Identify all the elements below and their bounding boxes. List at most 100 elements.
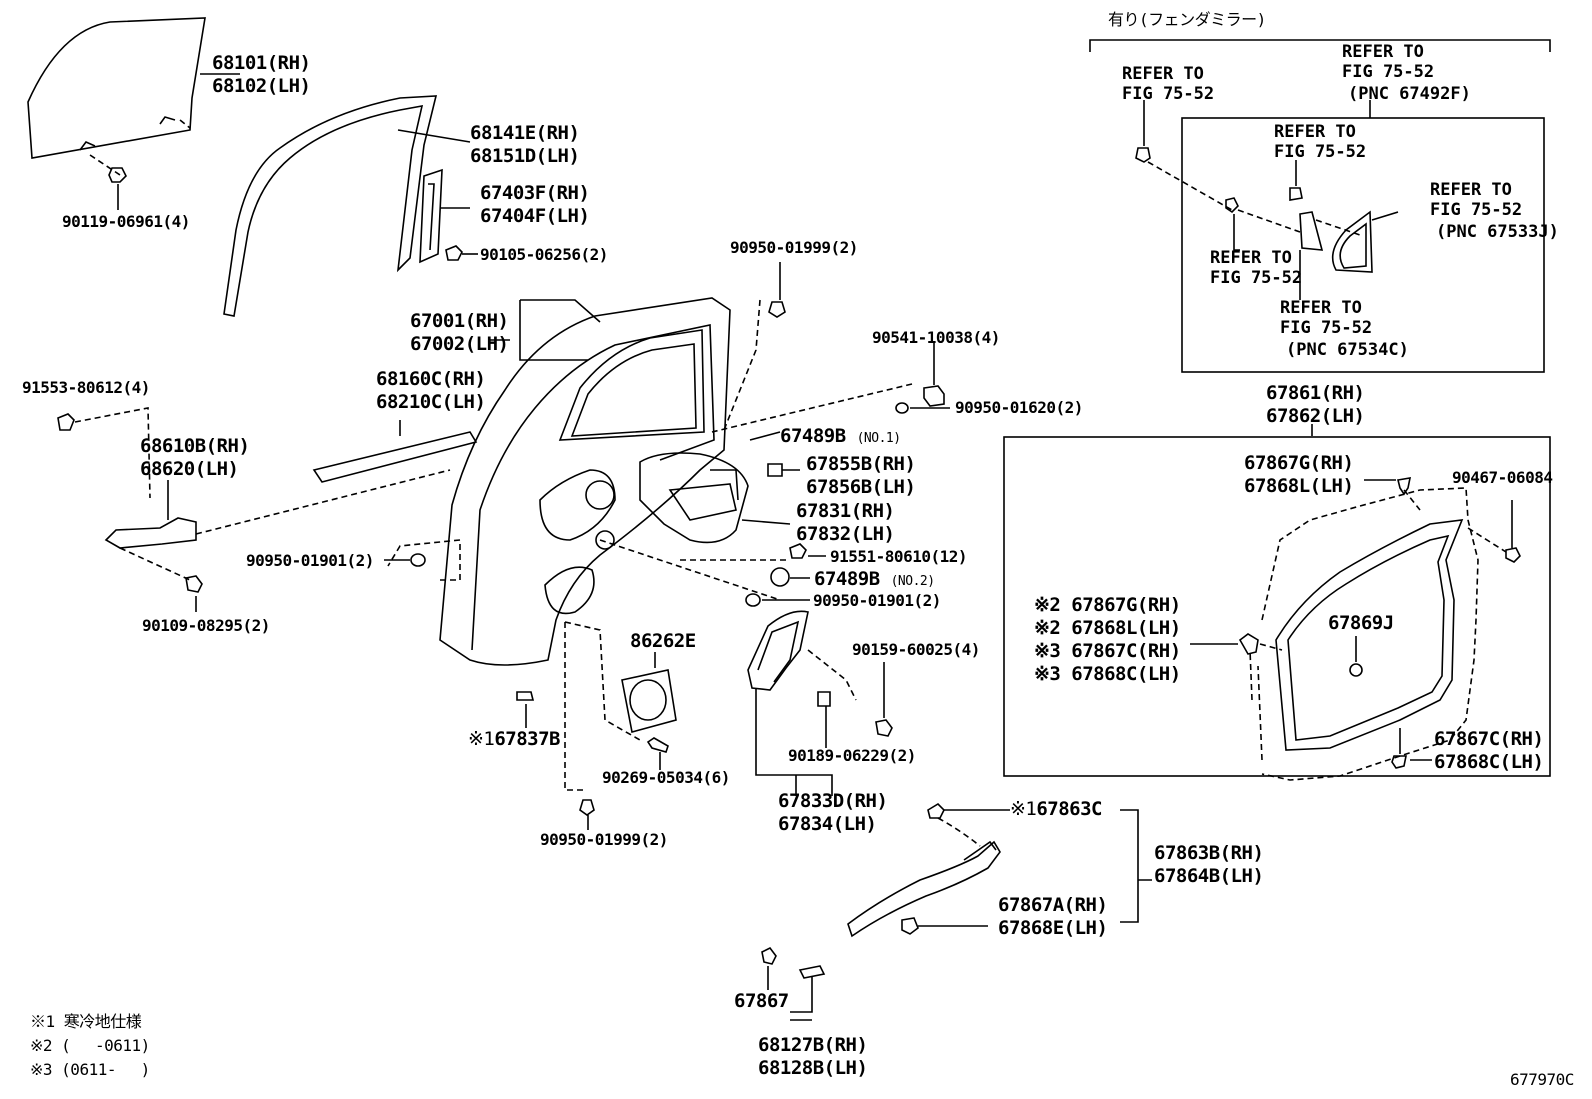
hole-cover-1-label: 67489B (NO.1) bbox=[780, 425, 901, 450]
refer-492-line2: FIG 75-52 bbox=[1342, 62, 1435, 82]
clip-467-shape bbox=[1505, 547, 1521, 563]
weatherstrip-shape bbox=[1275, 519, 1464, 751]
check-screw-shape bbox=[185, 575, 203, 593]
clip-867-label: 67867 bbox=[734, 990, 789, 1012]
refer-nut-line2: FIG 75-52 bbox=[1122, 84, 1215, 104]
note-2: ※2 ( -0611) bbox=[30, 1036, 150, 1055]
service-hole-rh-label: 67831(RH) bbox=[796, 500, 895, 522]
plug-901-right-label: 90950-01901(2) bbox=[813, 591, 941, 610]
nut-refer-shape bbox=[1135, 147, 1151, 163]
nut-189-shape bbox=[817, 691, 831, 707]
refer-clip-line1: REFER TO bbox=[1274, 122, 1356, 142]
cover-855-rh-label: 67855B(RH) bbox=[806, 453, 916, 475]
run-channel-shape bbox=[223, 95, 438, 317]
cover-855-lh-label: 67856B(LH) bbox=[806, 476, 916, 498]
refer-492-pnc: (PNC 67492F) bbox=[1348, 84, 1471, 104]
run-channel-lh-label: 68151D(LH) bbox=[470, 145, 580, 167]
figure-id: 677970C bbox=[1510, 1070, 1574, 1089]
clip-867c-shape bbox=[1391, 755, 1407, 769]
hole-cover-2-number: 67489B bbox=[814, 568, 880, 590]
plug-620-shape bbox=[895, 402, 909, 414]
clip-837-shape bbox=[516, 691, 535, 701]
refer-533-line2: FIG 75-52 bbox=[1430, 200, 1523, 220]
clip-list-shape bbox=[1238, 633, 1259, 655]
hole-cover-1-number: 67489B bbox=[780, 425, 846, 447]
outer-weatherstrip-shape bbox=[312, 431, 478, 483]
channel-bolt-label: 90105-06256(2) bbox=[480, 245, 608, 264]
armrest-rh-label: 67833D(RH) bbox=[778, 790, 888, 812]
mirror-cover-shape bbox=[1331, 210, 1373, 273]
channel-bolt-shape bbox=[445, 245, 463, 261]
plug-901-right-shape bbox=[745, 593, 761, 607]
clip-867g-rh-label: 67867G(RH) bbox=[1244, 452, 1354, 474]
clip-list-4: ※3 67868C(LH) bbox=[1034, 663, 1181, 685]
screw-269-label: 90269-05034(6) bbox=[602, 768, 730, 787]
check-screw-label: 90109-08295(2) bbox=[142, 616, 270, 635]
clip-837-label: ※167837B bbox=[468, 728, 560, 750]
door-check-lh-label: 68620(LH) bbox=[140, 458, 239, 480]
glass-lh-label: 68102(LH) bbox=[212, 75, 311, 97]
run-channel-rh-label: 68141E(RH) bbox=[470, 122, 580, 144]
outer-weatherstrip-lh-label: 68210C(LH) bbox=[376, 391, 486, 413]
clip-867a-rh-label: 67867A(RH) bbox=[998, 894, 1108, 916]
door-check-shape bbox=[104, 517, 197, 549]
clip-867-shape bbox=[761, 946, 777, 965]
nut-189-label: 90189-06229(2) bbox=[788, 746, 916, 765]
note-3: ※3 (0611- ) bbox=[30, 1060, 150, 1079]
rear-channel-lh-label: 67404F(LH) bbox=[480, 205, 590, 227]
refer-bolt-line2: FIG 75-52 bbox=[1210, 268, 1303, 288]
clip-867c-rh-label: 67867C(RH) bbox=[1434, 728, 1544, 750]
clip-867g-lh-label: 67868L(LH) bbox=[1244, 475, 1354, 497]
glass-bolt-shape bbox=[108, 167, 127, 183]
clip-863c-mark: ※1 bbox=[1010, 798, 1037, 820]
glass-bolt-label: 90119-06961(4) bbox=[62, 212, 190, 231]
weatherstrip-lh-label: 67862(LH) bbox=[1266, 405, 1365, 427]
clip-863c-number: 67863C bbox=[1036, 798, 1102, 820]
seal-127-shape bbox=[798, 965, 826, 979]
clip-867a-lh-label: 67868E(LH) bbox=[998, 917, 1108, 939]
plug-901-left-label: 90950-01901(2) bbox=[246, 551, 374, 570]
door-panel-rh-label: 67001(RH) bbox=[410, 310, 509, 332]
header-note: 有り(フェンダミラー) bbox=[1108, 10, 1266, 29]
refer-nut-line1: REFER TO bbox=[1122, 64, 1204, 84]
refer-533-pnc: (PNC 67533J) bbox=[1436, 222, 1559, 242]
plug-bottom-label: 90950-01999(2) bbox=[540, 830, 668, 849]
clip-467-label: 90467-06084 bbox=[1452, 468, 1553, 487]
plug-top-2-label: 90541-10038(4) bbox=[872, 328, 1000, 347]
hole-cover-2-shape bbox=[770, 567, 790, 587]
screw-159-label: 90159-60025(4) bbox=[852, 640, 980, 659]
clip-refer-shape bbox=[1289, 187, 1303, 201]
refer-bolt-line1: REFER TO bbox=[1210, 248, 1292, 268]
check-bolt-label: 91553-80612(4) bbox=[22, 378, 150, 397]
note-1: ※1 寒冷地仕様 bbox=[30, 1012, 142, 1031]
clip-863c-label: ※167863C bbox=[1010, 798, 1102, 820]
refer-534-line2: FIG 75-52 bbox=[1280, 318, 1373, 338]
plug-620-label: 90950-01620(2) bbox=[955, 398, 1083, 417]
armrest-lh-label: 67834(LH) bbox=[778, 813, 877, 835]
refer-492-line1: REFER TO bbox=[1342, 42, 1424, 62]
weatherstrip-rh-label: 67861(RH) bbox=[1266, 382, 1365, 404]
door-panel-lh-label: 67002(LH) bbox=[410, 333, 509, 355]
service-hole-cover-shape bbox=[639, 452, 749, 544]
clip-869-shape bbox=[1349, 663, 1363, 677]
door-check-rh-label: 68610B(RH) bbox=[140, 435, 250, 457]
bolt-551-shape bbox=[789, 543, 807, 559]
speaker-shape bbox=[621, 669, 677, 733]
refer-534-line1: REFER TO bbox=[1280, 298, 1362, 318]
seal-863b-lh-label: 67864B(LH) bbox=[1154, 865, 1264, 887]
clip-837-number: 67837B bbox=[494, 728, 560, 750]
clip-867c-lh-label: 67868C(LH) bbox=[1434, 751, 1544, 773]
rear-channel-shape bbox=[419, 168, 443, 264]
mirror-refer-box bbox=[1181, 117, 1545, 373]
weatherstrip-box bbox=[1003, 436, 1551, 777]
clip-867a-shape bbox=[901, 917, 919, 935]
clip-863c-shape bbox=[927, 802, 945, 819]
seal-863b-shape bbox=[847, 840, 1001, 938]
plug-top-2-shape bbox=[923, 385, 945, 407]
hole-cover-2-label: 67489B (NO.2) bbox=[814, 568, 935, 593]
clip-list-1: ※2 67867G(RH) bbox=[1034, 594, 1181, 616]
screw-269-shape bbox=[646, 737, 669, 753]
refer-clip-line2: FIG 75-52 bbox=[1274, 142, 1367, 162]
rear-channel-rh-label: 67403F(RH) bbox=[480, 182, 590, 204]
